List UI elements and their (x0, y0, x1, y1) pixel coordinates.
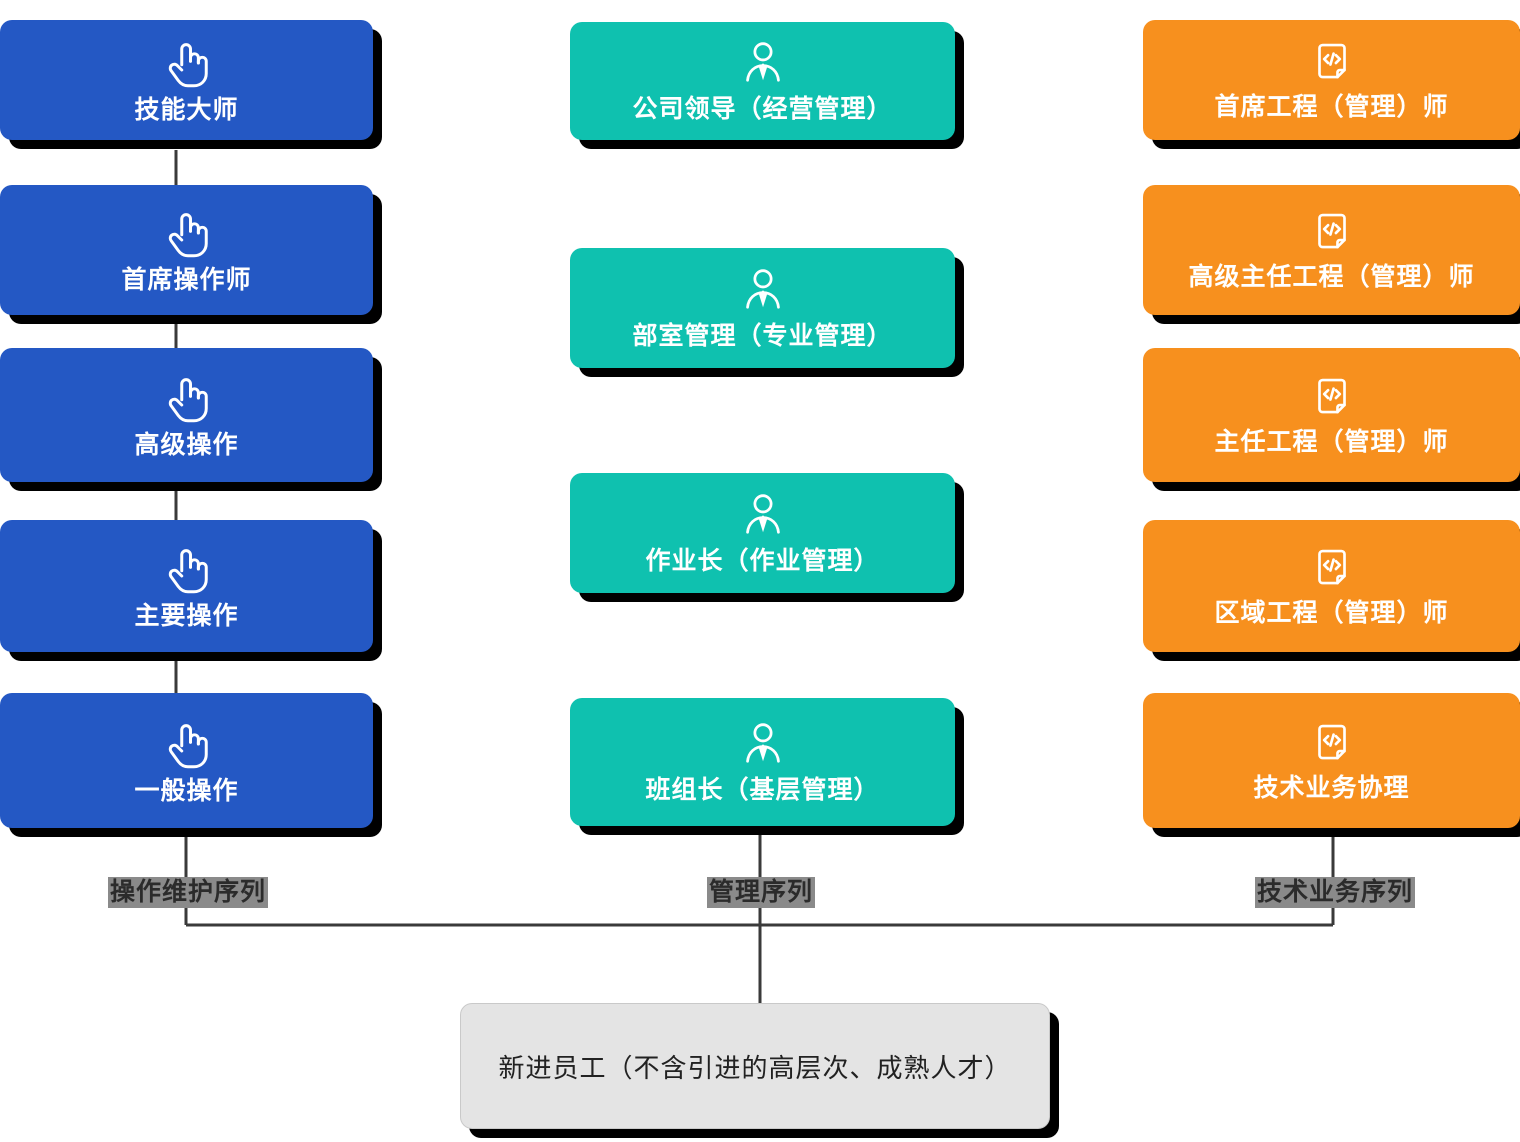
hand-pointer-icon (159, 541, 215, 597)
entry-node-new-employee[interactable]: 新进员工（不含引进的高层次、成熟人才） (460, 1003, 1050, 1129)
card-label: 首席工程（管理）师 (1214, 93, 1449, 122)
card-label: 区域工程（管理）师 (1214, 599, 1449, 628)
code-document-icon (1307, 373, 1357, 423)
card-label: 部室管理（专业管理） (632, 322, 893, 351)
card-operation-3[interactable]: 主要操作 (0, 520, 373, 652)
card-management-1[interactable]: 部室管理（专业管理） (570, 248, 955, 368)
entry-node-label: 新进员工（不含引进的高层次、成熟人才） (498, 1052, 1012, 1083)
sequence-label-technical: 技术业务序列 (1255, 877, 1416, 908)
code-document-icon (1307, 38, 1357, 88)
hand-pointer-icon (159, 370, 215, 426)
card-operation-1[interactable]: 首席操作师 (0, 185, 373, 315)
card-management-2[interactable]: 作业长（作业管理） (570, 473, 955, 593)
card-label: 首席操作师 (121, 266, 252, 295)
card-management-0[interactable]: 公司领导（经营管理） (570, 22, 955, 140)
card-label: 主任工程（管理）师 (1214, 428, 1449, 457)
card-label: 公司领导（经营管理） (632, 95, 893, 124)
person-tie-icon (737, 490, 789, 542)
card-label: 技术业务协理 (1253, 773, 1410, 802)
card-label: 高级操作 (134, 431, 239, 460)
card-label: 技能大师 (134, 96, 239, 125)
card-technical-4[interactable]: 技术业务协理 (1143, 693, 1520, 828)
code-document-icon (1307, 544, 1357, 594)
hand-pointer-icon (159, 716, 215, 772)
person-tie-icon (737, 38, 789, 90)
card-operation-0[interactable]: 技能大师 (0, 20, 373, 140)
card-technical-2[interactable]: 主任工程（管理）师 (1143, 348, 1520, 482)
card-label: 主要操作 (134, 602, 239, 631)
card-operation-2[interactable]: 高级操作 (0, 348, 373, 482)
person-tie-icon (737, 719, 789, 771)
card-management-3[interactable]: 班组长（基层管理） (570, 698, 955, 826)
card-label: 一般操作 (134, 776, 239, 805)
card-operation-4[interactable]: 一般操作 (0, 693, 373, 828)
card-label: 高级主任工程（管理）师 (1188, 263, 1475, 292)
person-tie-icon (737, 265, 789, 317)
card-label: 班组长（基层管理） (645, 776, 880, 805)
card-technical-0[interactable]: 首席工程（管理）师 (1143, 20, 1520, 140)
sequence-label-operation: 操作维护序列 (108, 877, 269, 908)
card-technical-1[interactable]: 高级主任工程（管理）师 (1143, 185, 1520, 315)
sequence-label-management: 管理序列 (707, 877, 816, 908)
hand-pointer-icon (159, 35, 215, 91)
code-document-icon (1307, 208, 1357, 258)
code-document-icon (1307, 719, 1357, 769)
hand-pointer-icon (159, 205, 215, 261)
card-technical-3[interactable]: 区域工程（管理）师 (1143, 520, 1520, 652)
card-label: 作业长（作业管理） (645, 547, 880, 576)
